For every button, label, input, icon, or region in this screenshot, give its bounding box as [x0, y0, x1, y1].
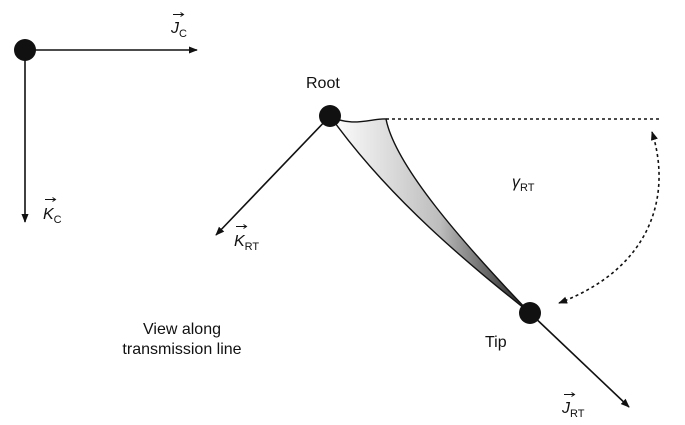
gamma-label-sub: RT — [520, 182, 535, 194]
c-frame-origin-dot — [14, 39, 36, 61]
jrt-label-main: J — [561, 400, 571, 417]
c-frame: JC KC — [14, 12, 198, 226]
kc-label-main: K — [43, 206, 55, 223]
jc-label-sub: C — [179, 28, 187, 40]
svg-text:KRT: KRT — [234, 233, 259, 253]
jrt-label: JRT — [561, 392, 585, 420]
svg-text:JRT: JRT — [561, 400, 585, 420]
krt-axis-arrow — [215, 115, 331, 236]
gamma-label-main: γ — [512, 174, 521, 191]
gamma-angle-arc — [558, 131, 660, 304]
root-label: Root — [306, 75, 340, 92]
jrt-label-sub: RT — [570, 408, 585, 420]
krt-label-main: K — [234, 233, 246, 250]
krt-label: KRT — [234, 224, 259, 253]
jc-label: JC — [170, 12, 187, 40]
jc-label-main: J — [170, 20, 180, 37]
tip-label: Tip — [485, 334, 507, 351]
kc-label-sub: C — [54, 214, 62, 226]
kc-label: KC — [43, 197, 62, 226]
view-caption-line-1: View along — [143, 321, 221, 338]
svg-text:KC: KC — [43, 206, 62, 226]
blade-shape — [329, 115, 531, 314]
gamma-label: γRT — [512, 174, 535, 194]
svg-text:JC: JC — [170, 20, 187, 40]
view-caption: View along transmission line — [112, 320, 252, 360]
root-node-dot — [319, 105, 341, 127]
jrt-axis-arrow — [529, 312, 630, 408]
tip-node-dot — [519, 302, 541, 324]
rt-frame: Root Tip KRT JRT γRT — [215, 75, 662, 420]
krt-label-sub: RT — [245, 241, 260, 253]
view-caption-line-2: transmission line — [122, 341, 242, 358]
